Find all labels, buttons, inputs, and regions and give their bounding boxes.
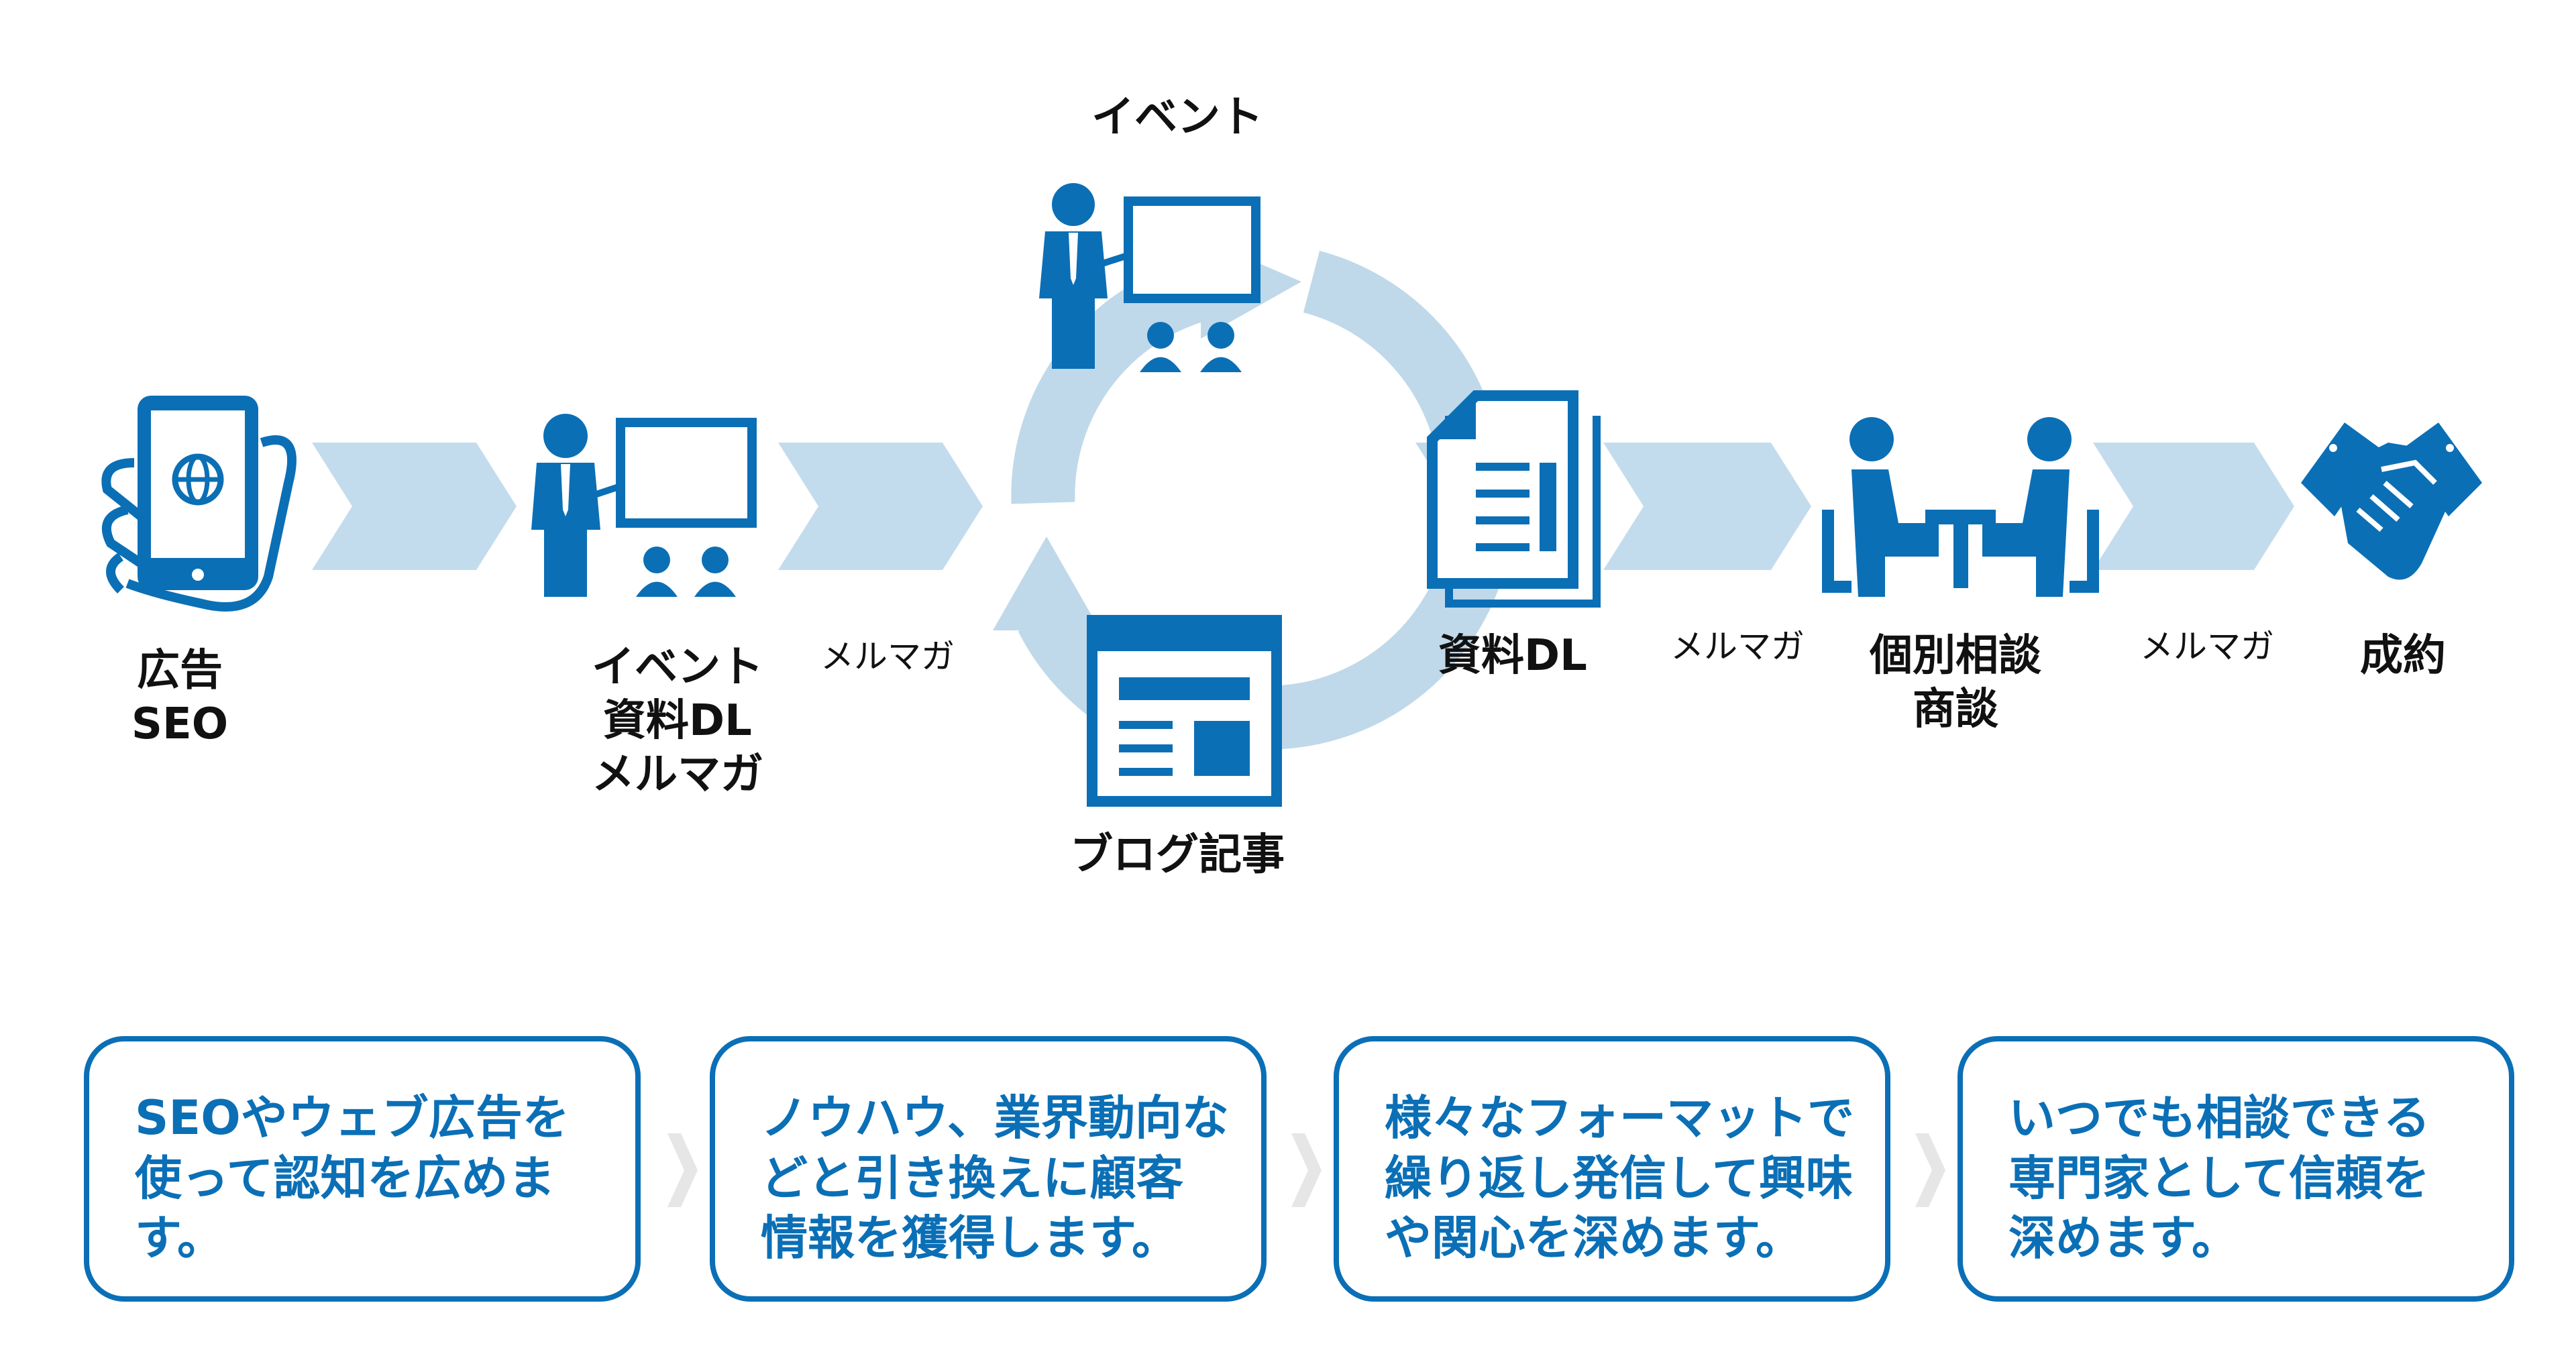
- card-chevron-3: [1915, 1133, 1945, 1207]
- arrow-label-mailmag-1: メルマガ: [820, 637, 955, 676]
- blog-article-icon: [1087, 615, 1282, 807]
- handshake-icon: [2301, 422, 2482, 580]
- smartphone-hand-icon: [101, 396, 297, 612]
- chevron-arrow-3: [1603, 443, 1811, 570]
- step-label-event-dl-mail: イベント 資料DL メルマガ: [592, 642, 763, 799]
- card-text-3: 様々なフォーマットで 繰り返し発信して興味 や関心を深めます。: [1385, 1090, 1854, 1266]
- step-label-document-dl: 資料DL: [1438, 631, 1587, 681]
- document-icon: [1427, 390, 1601, 608]
- step-label-contract: 成約: [2360, 631, 2446, 681]
- description-card-1: SEOやウェブ広告を 使って認知を広めま す。: [84, 1036, 641, 1302]
- arrow-label-mailmag-3: メルマガ: [2140, 627, 2274, 666]
- description-card-4: いつでも相談できる 専門家として信頼を 深めます。: [1957, 1036, 2514, 1302]
- card-text-1: SEOやウェブ広告を 使って認知を広めま す。: [135, 1090, 570, 1266]
- card-text-2: ノウハウ、業界動向な どと引き換えに顧客 情報を獲得します。: [761, 1090, 1229, 1266]
- presentation-icon: [531, 414, 757, 597]
- presentation-icon: [1039, 183, 1260, 372]
- step-label-ad-seo: 広告 SEO: [131, 646, 229, 749]
- description-card-2: ノウハウ、業界動向な どと引き換えに顧客 情報を獲得します。: [710, 1036, 1267, 1302]
- chevron-arrow-4: [2093, 443, 2294, 570]
- chevron-arrow-2: [778, 443, 983, 570]
- card-text-4: いつでも相談できる 専門家として信頼を 深めます。: [2008, 1090, 2430, 1266]
- chevron-arrow-1: [312, 443, 517, 570]
- description-card-3: 様々なフォーマットで 繰り返し発信して興味 や関心を深めます。: [1334, 1036, 1890, 1302]
- card-chevron-1: [667, 1133, 698, 1207]
- cycle-label-blog: ブログ記事: [1070, 830, 1285, 880]
- meeting-icon: [1822, 417, 2099, 597]
- cycle-label-event: イベント: [1091, 93, 1263, 142]
- arrow-label-mailmag-2: メルマガ: [1670, 627, 1805, 666]
- card-chevron-2: [1291, 1133, 1322, 1207]
- step-label-consultation: 個別相談 商談: [1870, 631, 2041, 734]
